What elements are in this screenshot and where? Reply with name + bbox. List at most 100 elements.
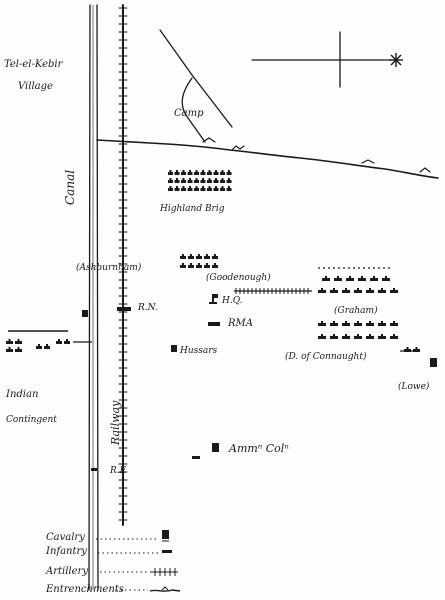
infantry-block-cap [176,186,178,188]
infantry-block [187,188,193,191]
indian-cavalry-marker [82,310,88,317]
infantry-block-cap [321,288,323,290]
infantry-block-cap [345,321,347,323]
indian-label-line1: Indian [6,389,39,400]
artillery-symbol-icon [150,568,178,576]
infantry-block [15,349,22,352]
legend-symbols [149,530,181,592]
infantry-block-cap [202,170,204,172]
legend-infantry: Infantry [46,546,87,557]
infantry-block [354,336,362,339]
hq-label: H.Q. [222,296,243,306]
legend-cavalry: Cavalry [46,532,85,543]
infantry-block [174,172,180,175]
cavalry-symbol-icon [162,530,169,539]
infantry-block-cap [38,344,40,346]
infantry-block [346,278,354,281]
infantry-block [390,336,398,339]
infantry-block [330,336,338,339]
infantry-block-cap [369,334,371,336]
infantry-block-cap [182,254,184,256]
infantry-block [370,278,378,281]
infantry-block [168,172,173,175]
infantry-block [358,278,366,281]
connaught-label: (D. of Connaught) [285,352,367,362]
redoubt-1 [202,137,216,143]
infantry-block [318,336,326,339]
rma-label: RMA [228,318,253,329]
infantry-block [200,172,206,175]
infantry-block-cap [345,334,347,336]
infantry-block-cap [66,339,68,341]
infantry-block-cap [208,170,211,172]
infantry-block-cap [369,288,371,290]
infantry-block [194,188,199,191]
infantry-block [174,188,180,191]
ammn-symbol [212,443,219,452]
infantry-block [354,290,362,293]
legend-artillery: Artillery [46,566,88,577]
infantry-block [180,265,186,268]
infantry-block-cap [189,170,191,172]
infantry-block [36,346,42,349]
infantry-block-cap [190,263,192,265]
rn-symbol [117,307,131,311]
infantry-block-cap [176,178,178,180]
infantry-block [354,323,362,326]
railway-ticks [118,7,128,521]
infantry-block-cap [214,263,216,265]
infantry-block-cap [169,186,172,188]
infantry-block-cap [369,321,371,323]
infantry-block [207,180,212,183]
infantry-block [212,265,218,268]
highland-brig-label: Highland Brig [160,204,225,214]
infantry-block-cap [381,288,383,290]
infantry-block-cap [46,344,48,346]
infantry-block-cap [195,170,198,172]
infantry-block-cap [190,254,192,256]
infantry-block-cap [361,276,363,278]
infantry-block-cap [385,276,387,278]
artillery-lines [8,267,420,352]
infantry-block [366,336,374,339]
infantry-block-cap [206,263,208,265]
infantry-block-cap [337,276,339,278]
infantry-block-cap [208,186,211,188]
infantry-block-cap [189,178,191,180]
infantry-block [378,290,386,293]
infantry-block [188,256,194,259]
legend-entrenchments: Entrenchments [46,584,124,595]
infantry-block-cap [215,186,217,188]
camp-track-2 [181,77,206,143]
infantry-block-cap [228,178,230,180]
infantry-block-cap [198,263,200,265]
infantry-block [207,172,212,175]
canal-label: Canal [63,169,77,205]
infantry-block-cap [198,254,200,256]
infantry-block [56,341,62,344]
infantry-block-cap [381,334,383,336]
entrenchment-symbol-icon [149,586,181,592]
infantry-block [204,256,210,259]
infantry-block [212,256,218,259]
infantry-block [213,180,219,183]
infantry-block [200,188,206,191]
infantry-block-cap [345,288,347,290]
infantry-block [196,265,202,268]
infantry-block [220,188,225,191]
infantry-block-cap [381,321,383,323]
infantry-block-cap [333,288,335,290]
re-label: R.E [110,466,127,476]
infantry-block-cap [182,186,185,188]
infantry-block [330,323,338,326]
infantry-block-cap [221,170,224,172]
infantry-block-cap [349,276,351,278]
graham-rows [318,276,398,339]
canal-right-bank [96,4,99,591]
infantry-block [174,180,180,183]
infantry-block [207,188,212,191]
infantry-block [196,256,202,259]
ammn-label: Ammⁿ Colⁿ [229,442,289,455]
